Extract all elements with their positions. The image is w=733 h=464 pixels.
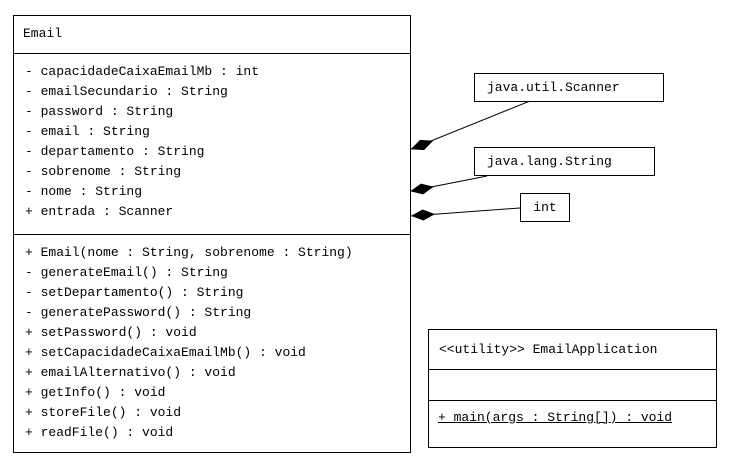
email-application-node[interactable]: <<utility>> EmailApplication + main(args… [428,329,717,448]
email-application-attributes-empty [429,369,716,400]
type-node-string[interactable]: java.lang.String [474,147,655,176]
email-application-title: <<utility>> EmailApplication [439,342,658,357]
composition-connector-string [410,175,488,195]
email-class-methods: + Email(nome : String, sobrenome : Strin… [14,234,410,454]
attribute-row: - capacidadeCaixaEmailMb : int [25,64,260,79]
email-class-node[interactable]: Email - capacidadeCaixaEmailMb : int - e… [13,15,411,453]
attribute-row: - nome : String [25,184,143,199]
method-row: - setDepartamento() : String [25,285,244,300]
composition-diamond-icon [410,139,434,151]
composition-diamond-icon [410,183,434,195]
method-row: + setPassword() : void [25,325,197,340]
composition-connector-int [410,207,521,221]
method-row: + setCapacidadeCaixaEmailMb() : void [25,345,306,360]
attribute-row: - email : String [25,124,150,139]
type-node-int[interactable]: int [520,193,570,222]
method-row: + Email(nome : String, sobrenome : Strin… [25,245,353,260]
email-class-attributes: - capacidadeCaixaEmailMb : int - emailSe… [14,53,410,234]
method-row: - generateEmail() : String [25,265,228,280]
type-node-scanner[interactable]: java.util.Scanner [474,73,664,102]
type-node-label: int [533,200,557,215]
email-class-title: Email [23,26,63,41]
type-node-label: java.util.Scanner [487,80,620,95]
attribute-row: - sobrenome : String [25,164,182,179]
method-row: - generatePassword() : String [25,305,252,320]
method-row: + emailAlternativo() : void [25,365,236,380]
attribute-row: - emailSecundario : String [25,84,228,99]
attribute-row: + entrada : Scanner [25,204,174,219]
composition-diamond-icon [411,209,435,221]
method-row: + storeFile() : void [25,405,182,420]
attribute-row: - departamento : String [25,144,205,159]
static-method-row: + main(args : String[]) : void [438,410,673,425]
method-row: + readFile() : void [25,425,174,440]
type-node-label: java.lang.String [487,154,612,169]
attribute-row: - password : String [25,104,174,119]
email-application-methods: + main(args : String[]) : void [429,400,716,449]
method-row: + getInfo() : void [25,385,166,400]
